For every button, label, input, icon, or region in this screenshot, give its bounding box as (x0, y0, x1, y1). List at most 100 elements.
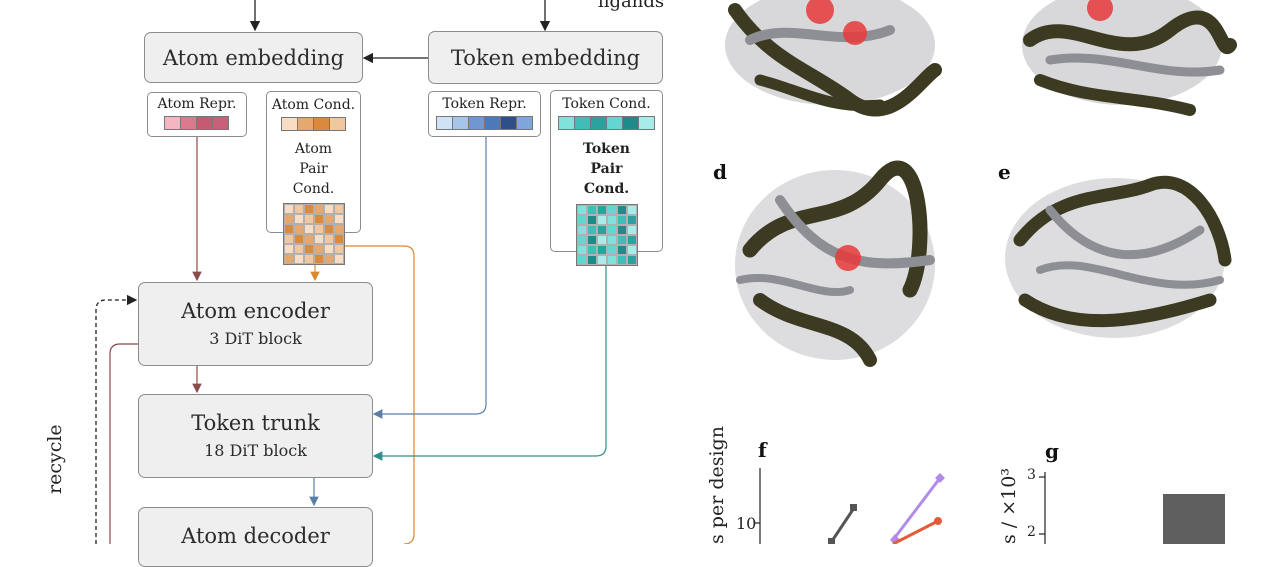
atom-pair-cond-cell (333, 254, 344, 264)
atom-pair-cond-cell (323, 204, 334, 214)
atom-pair-cond-cell (293, 244, 304, 254)
token-pair-cond-cell (576, 245, 587, 255)
atom-pair-cond-cell (333, 244, 344, 254)
panel-label-d: d (713, 160, 727, 184)
atom-repr-card: Atom Repr. (147, 92, 247, 137)
token-pair-cond-cell (626, 235, 637, 245)
atom-pair-cond-cell (293, 234, 304, 244)
token-pair-cond-cell (616, 225, 627, 235)
token-pair-cond-cell (626, 245, 637, 255)
atom-cond-swatch (280, 117, 298, 131)
atom-decoder-block: Atom decoder (138, 507, 373, 567)
token-pair-cond-cell (606, 255, 617, 265)
token-cond-swatch (637, 116, 655, 130)
token-pair-cond-cell (596, 205, 607, 215)
token-cond-swatches (551, 116, 662, 130)
panel-label-f: f (758, 438, 767, 462)
atom-pair-cond-cell (283, 244, 294, 254)
atom-cond-swatches (267, 117, 360, 131)
token-pair-cond-cell (596, 225, 607, 235)
token-pair-cond-cell (576, 235, 587, 245)
token-repr-swatch (515, 116, 533, 130)
token-embedding-label: Token embedding (450, 46, 641, 70)
plot-g-tick-3: 3 (1027, 467, 1036, 483)
atom-pair-cond-cell (313, 234, 324, 244)
atom-pair-cond-cell (303, 244, 314, 254)
token-trunk-title: Token trunk (191, 411, 320, 435)
plot-f (754, 468, 945, 544)
plot-f-tick: 10 (736, 514, 757, 533)
recycle-label: recycle (44, 424, 66, 494)
structure-c-partial (725, 0, 942, 117)
atom-pair-cond-cell (323, 244, 334, 254)
token-pair-cond-cell (626, 215, 637, 225)
atom-pair-cond-matrix (282, 203, 345, 265)
atom-pair-cond-cell (283, 204, 294, 214)
ligands-label: ligands (598, 0, 665, 12)
plot-g-ylabel: s / ×10³ (998, 468, 1020, 544)
atom-pair-cond-cell (283, 254, 294, 264)
atom-pair-cond-cell (293, 204, 304, 214)
token-pair-cond-cell (616, 255, 627, 265)
atom-pair-cond-cell (333, 214, 344, 224)
token-pair-cond-cell (596, 245, 607, 255)
token-repr-swatch (499, 116, 517, 130)
token-pair-cond-cell (606, 205, 617, 215)
atom-repr-swatches (148, 116, 246, 130)
token-repr-swatch (451, 116, 469, 130)
token-pair-cond-cell (606, 235, 617, 245)
plot-f-ylabel: s per design (706, 426, 728, 544)
atom-pair-cond-cell (313, 214, 324, 224)
structure-d (735, 160, 935, 367)
diagram-connectors (95, 0, 607, 544)
atom-pair-cond-cell (283, 214, 294, 224)
structure-b-partial (1022, 0, 1237, 116)
atom-pair-cond-cell (313, 244, 324, 254)
atom-embedding-label: Atom embedding (162, 46, 345, 70)
atom-pair-cond-cell (293, 214, 304, 224)
token-pair-cond-cell (606, 215, 617, 225)
atom-pair-cond-cell (313, 254, 324, 264)
atom-pair-cond-cell (333, 234, 344, 244)
plot-g-bar (1163, 494, 1225, 544)
panel-label-g: g (1045, 439, 1059, 463)
architecture-diagram: ligands Atom embedding Token embedding A… (44, 0, 665, 567)
atom-pair-cond-cell (333, 204, 344, 214)
token-pair-cond-cell (586, 245, 597, 255)
atom-pair-cond-cell (293, 254, 304, 264)
token-repr-swatch (435, 116, 453, 130)
token-pair-cond-cell (626, 205, 637, 215)
atom-repr-label: Atom Repr. (157, 96, 237, 112)
atom-repr-swatch (212, 116, 229, 130)
token-pair-cond-matrix (575, 204, 638, 266)
token-pair-cond-cell (616, 235, 627, 245)
panel-label-e: e (998, 160, 1011, 184)
token-pair-cond-cell (606, 225, 617, 235)
atom-pair-cond-cell (283, 224, 294, 234)
atom-pair-cond-cell (303, 204, 314, 214)
atom-encoder-subtitle: 3 DiT block (209, 329, 302, 348)
atom-pair-cond-cell (313, 224, 324, 234)
protein-structures (725, 0, 1237, 367)
atom-cond-swatch (312, 117, 330, 131)
token-pair-cond-cell (576, 205, 587, 215)
atom-pair-cond-cell (333, 224, 344, 234)
token-pair-cond-cell (616, 245, 627, 255)
token-pair-cond-cell (606, 245, 617, 255)
token-pair-cond-cell (576, 225, 587, 235)
atom-encoder-title: Atom encoder (181, 299, 330, 323)
token-cond-card: Token Cond. Token Pair Cond. (550, 90, 663, 266)
token-cond-swatch (605, 116, 623, 130)
atom-cond-card: Atom Cond. Atom Pair Cond. (266, 91, 361, 265)
token-cond-swatch (573, 116, 591, 130)
token-pair-cond-cell (616, 205, 627, 215)
token-trunk-subtitle: 18 DiT block (204, 441, 307, 460)
token-pair-cond-cell (586, 205, 597, 215)
token-cond-swatch (557, 116, 575, 130)
atom-pair-cond-cell (313, 204, 324, 214)
plot-g-tick-2: 2 (1027, 524, 1036, 540)
token-pair-cond-cell (596, 255, 607, 265)
atom-pair-cond-cell (303, 254, 314, 264)
token-repr-swatch (483, 116, 501, 130)
token-pair-cond-cell (586, 235, 597, 245)
